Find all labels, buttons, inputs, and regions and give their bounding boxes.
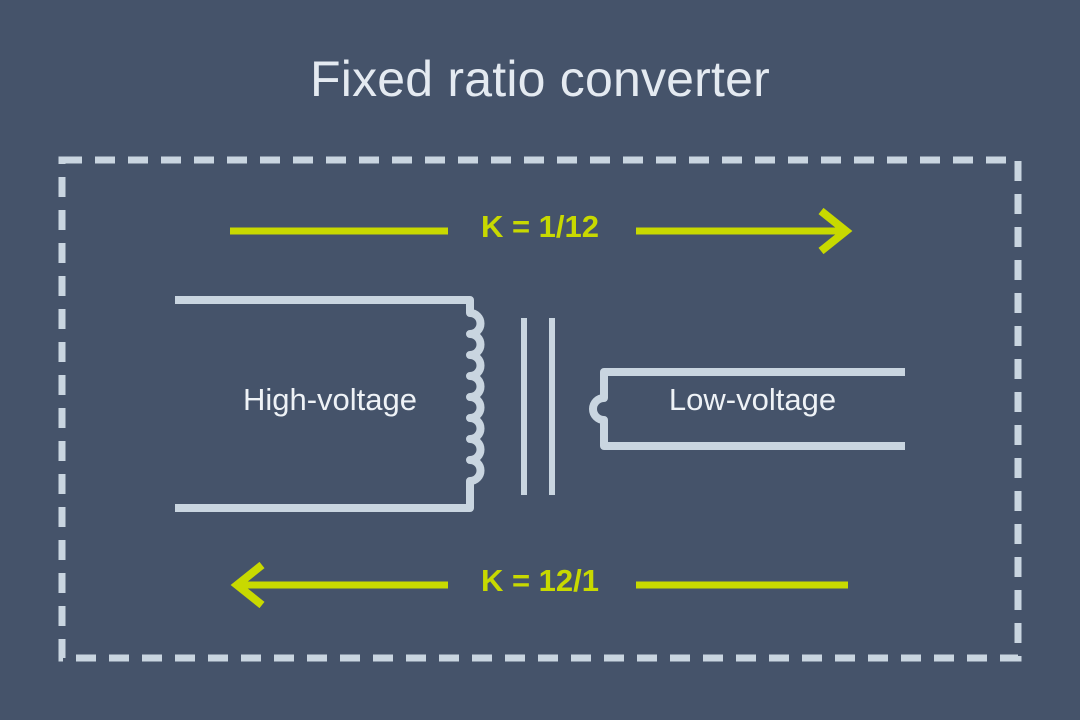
ratio-arrow-forward [230, 207, 853, 255]
primary-coil-path [175, 296, 485, 512]
secondary-winding [589, 368, 905, 450]
ratio-arrow-reverse [230, 561, 848, 609]
converter-boundary [58, 156, 1022, 662]
arrowhead-right-icon [818, 207, 853, 255]
secondary-coil-path [589, 368, 905, 450]
transformer-core [521, 318, 555, 495]
primary-winding [175, 296, 485, 512]
arrowhead-left-icon [230, 561, 265, 609]
